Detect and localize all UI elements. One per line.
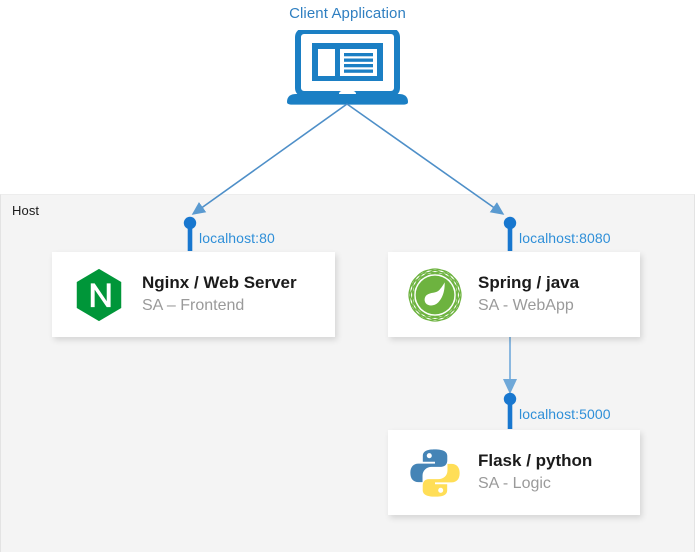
connection-label-localhost-80: localhost:80: [199, 230, 275, 246]
nginx-title: Nginx / Web Server: [142, 273, 297, 293]
flask-card-text: Flask / python SA - Logic: [478, 450, 592, 495]
connection-label-localhost-5000: localhost:5000: [519, 406, 611, 422]
service-card-flask[interactable]: Flask / python SA - Logic: [388, 430, 640, 515]
spring-logo-icon: [404, 264, 466, 326]
spring-subtitle: SA - WebApp: [478, 297, 574, 315]
client-application-title: Client Application: [289, 5, 406, 22]
nginx-card-text: Nginx / Web Server SA – Frontend: [142, 272, 297, 317]
laptop-icon: [285, 28, 410, 105]
spring-card-text: Spring / java SA - WebApp: [478, 272, 579, 317]
python-logo-icon: [404, 442, 466, 504]
host-label: Host: [12, 203, 40, 218]
service-card-spring[interactable]: Spring / java SA - WebApp: [388, 252, 640, 337]
flask-title: Flask / python: [478, 451, 593, 471]
service-card-nginx[interactable]: Nginx / Web Server SA – Frontend: [52, 252, 335, 337]
nginx-subtitle: SA – Frontend: [142, 297, 245, 315]
nginx-logo-icon: [68, 264, 130, 326]
spring-title: Spring / java: [478, 273, 580, 293]
connection-label-localhost-8080: localhost:8080: [519, 230, 611, 246]
flask-subtitle: SA - Logic: [478, 475, 551, 493]
